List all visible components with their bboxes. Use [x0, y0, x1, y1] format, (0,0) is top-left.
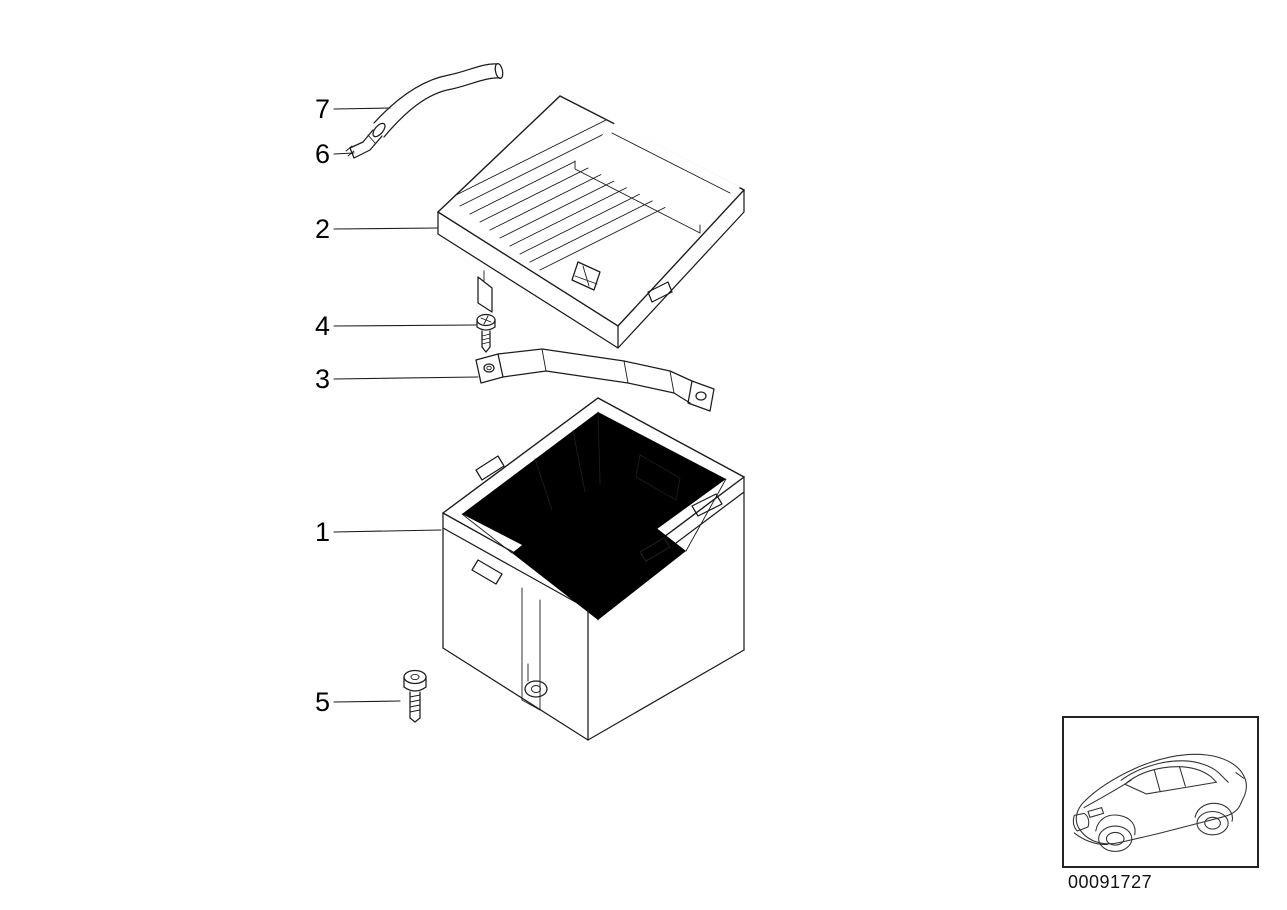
hold-down-bracket-drawing [475, 348, 715, 412]
callout-5: 5 [314, 687, 330, 717]
vehicle-thumbnail-box [1062, 716, 1259, 868]
car-icon [1072, 753, 1247, 852]
screw-drawing [476, 313, 496, 353]
elbow-connector-drawing [345, 129, 383, 159]
callout-1: 1 [314, 517, 330, 547]
vent-hose-drawing [372, 63, 504, 138]
callout-4: 4 [314, 311, 330, 341]
battery-cover-drawing [436, 95, 746, 349]
callout-7: 7 [314, 94, 330, 124]
callout-6: 6 [314, 139, 330, 169]
bolt-drawing [403, 669, 427, 723]
leader-lines [333, 107, 479, 703]
diagram-part-number: 00091727 [1068, 872, 1153, 892]
battery-tray-drawing [441, 397, 746, 741]
callout-2: 2 [314, 214, 330, 244]
callout-3: 3 [314, 364, 330, 394]
